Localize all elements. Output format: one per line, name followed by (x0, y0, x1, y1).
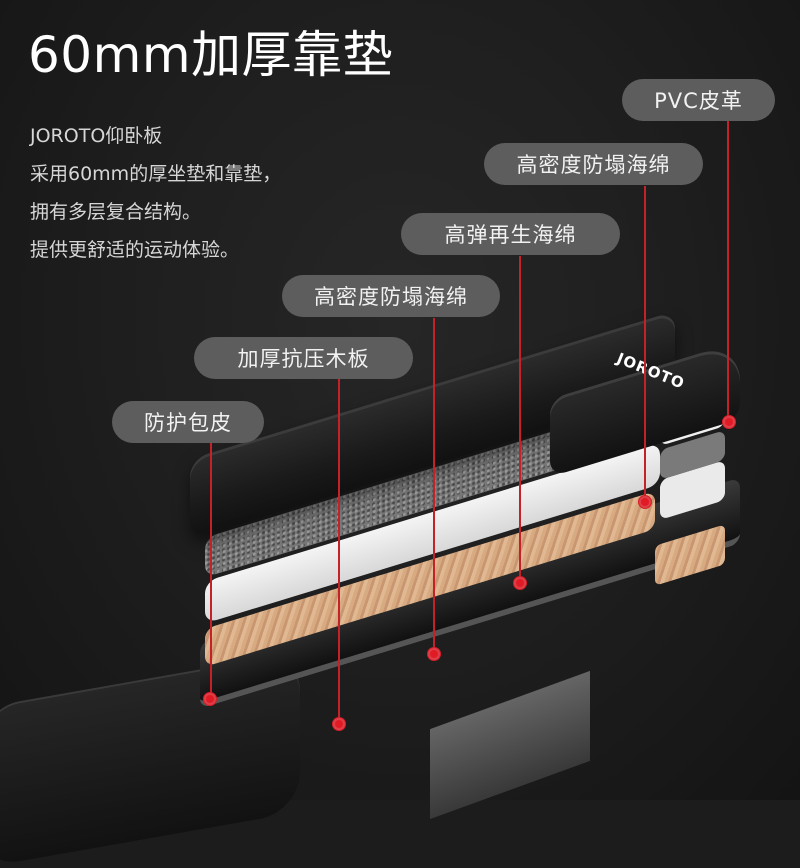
description-line: JOROTO仰卧板 (30, 125, 163, 147)
leader-line (433, 318, 435, 654)
marker-dot-icon (516, 579, 524, 587)
layer-label-pvc-leather: PVC皮革 (622, 79, 775, 121)
bench-frame-strut (430, 670, 590, 820)
marker-dot-icon (335, 720, 343, 728)
layer-label-high-density-foam-2: 高密度防塌海绵 (282, 275, 500, 317)
page-title: 60mm加厚靠垫 (28, 26, 394, 84)
product-description: JOROTO仰卧板 采用60mm的厚坐垫和靠垫， 拥有多层复合结构。 提供更舒适… (30, 117, 281, 269)
marker-dot-icon (206, 695, 214, 703)
leader-line (727, 121, 729, 422)
leader-line (210, 443, 212, 699)
description-line: 拥有多层复合结构。 (30, 201, 202, 223)
layer-label-wood-board: 加厚抗压木板 (194, 337, 413, 379)
leader-line (338, 378, 340, 724)
marker-dot-icon (641, 498, 649, 506)
layer-label-protective-cover: 防护包皮 (112, 401, 264, 443)
description-line: 采用60mm的厚坐垫和靠垫， (30, 163, 282, 185)
layer-label-high-density-foam: 高密度防塌海绵 (484, 143, 703, 185)
layer-label-recycled-foam: 高弹再生海绵 (401, 213, 620, 255)
leader-line (519, 256, 521, 583)
leader-line (644, 186, 646, 502)
marker-dot-icon (430, 650, 438, 658)
marker-dot-icon (725, 418, 733, 426)
description-line: 提供更舒适的运动体验。 (30, 239, 240, 261)
